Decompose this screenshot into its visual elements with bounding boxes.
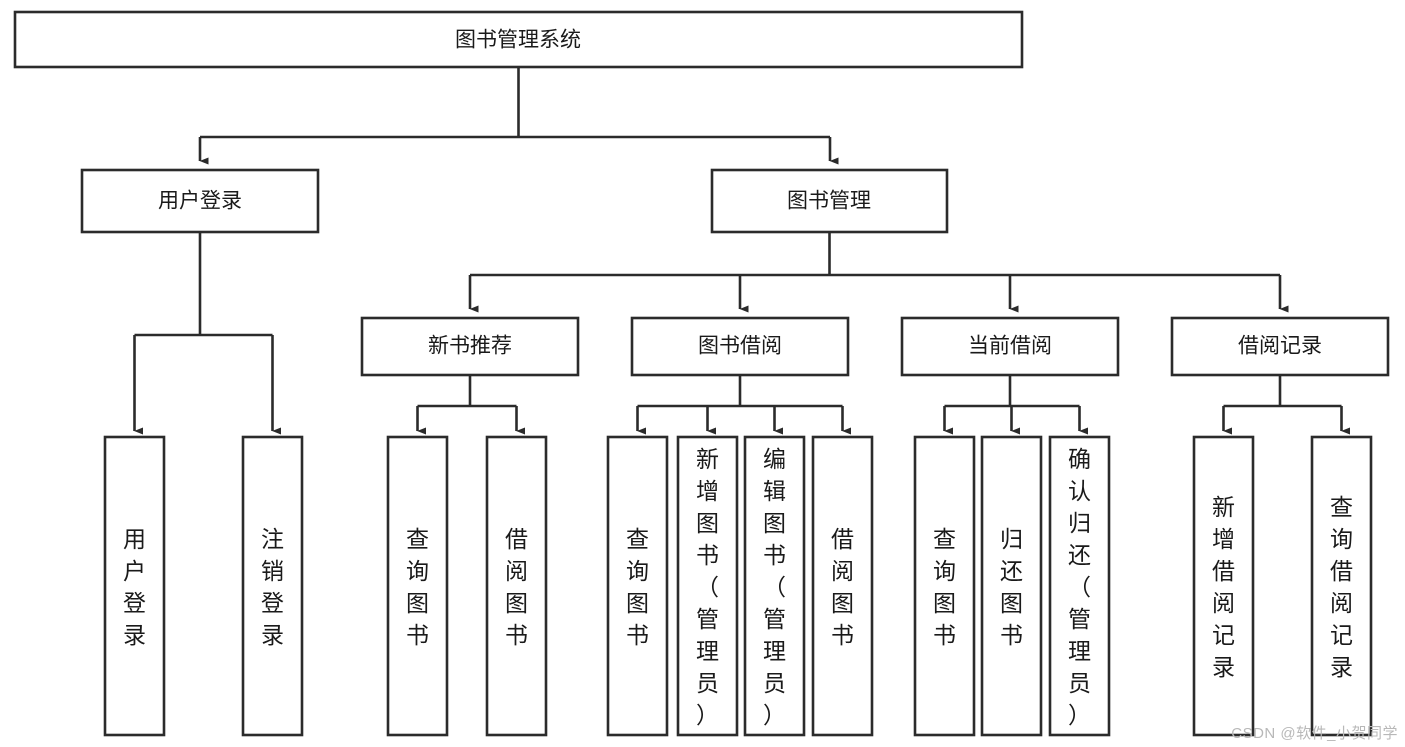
node-root-box[interactable]: [13, 10, 1024, 69]
leaf-node-user-login[interactable]: 用户登录: [103, 435, 166, 737]
leaf-node-add-book-admin[interactable]: 新增图书（管理员）: [676, 435, 739, 737]
connector-layer: [133, 67, 1351, 435]
leaf-node-query-book-borrow-box[interactable]: [606, 435, 669, 737]
node-user-login-box[interactable]: [80, 168, 320, 234]
leaf-node-confirm-return-admin-box[interactable]: [1048, 435, 1111, 737]
leaf-node-borrow-book[interactable]: 借阅图书: [811, 435, 874, 737]
leaf-node-edit-book-admin-box[interactable]: [743, 435, 806, 737]
node-book-borrow-label: 图书借阅: [698, 335, 782, 358]
leaf-node-confirm-return-admin-label: 确认归还（管理员）: [1068, 446, 1091, 728]
leaf-node-query-book-rec-box[interactable]: [386, 435, 449, 737]
leaf-node-confirm-return-admin[interactable]: 确认归还（管理员）: [1048, 435, 1111, 737]
leaf-node-borrow-book-box[interactable]: [811, 435, 874, 737]
node-book-management[interactable]: 图书管理: [710, 168, 949, 234]
leaf-node-query-book-current-label: 查询图书: [933, 526, 956, 648]
node-borrow-record[interactable]: 借阅记录: [1170, 316, 1390, 377]
node-current-borrow-label: 当前借阅: [968, 335, 1052, 358]
node-new-book-recommend-label: 新书推荐: [428, 335, 512, 358]
node-new-book-recommend[interactable]: 新书推荐: [360, 316, 580, 377]
leaf-node-add-book-admin-label: 新增图书（管理员）: [696, 446, 719, 728]
leaf-node-return-book[interactable]: 归还图书: [980, 435, 1043, 737]
node-user-login-label: 用户登录: [158, 190, 242, 213]
node-book-management-label: 图书管理: [787, 190, 871, 213]
leaf-node-query-book-borrow-label: 查询图书: [626, 526, 649, 648]
node-root-label: 图书管理系统: [455, 29, 581, 52]
leaf-node-logout-label: 注销登录: [261, 526, 284, 648]
node-borrow-record-box[interactable]: [1170, 316, 1390, 377]
node-book-borrow-box[interactable]: [630, 316, 850, 377]
leaf-node-query-book-current[interactable]: 查询图书: [913, 435, 976, 737]
leaf-node-edit-book-admin-label: 编辑图书（管理员）: [763, 446, 786, 728]
leaf-node-borrow-book-rec-label: 借阅图书: [505, 526, 528, 648]
leaf-node-return-book-label: 归还图书: [1000, 526, 1023, 648]
leaf-node-user-login-box[interactable]: [103, 435, 166, 737]
leaf-node-user-login-label: 用户登录: [123, 526, 146, 648]
leaf-node-query-borrow-record-label: 查询借阅记录: [1330, 494, 1353, 680]
leaf-node-query-book-current-box[interactable]: [913, 435, 976, 737]
leaf-node-add-borrow-record[interactable]: 新增借阅记录: [1192, 435, 1255, 737]
node-current-borrow[interactable]: 当前借阅: [900, 316, 1120, 377]
leaf-node-borrow-book-rec[interactable]: 借阅图书: [485, 435, 548, 737]
leaf-node-logout-box[interactable]: [241, 435, 304, 737]
node-new-book-recommend-box[interactable]: [360, 316, 580, 377]
node-user-login[interactable]: 用户登录: [80, 168, 320, 234]
node-book-management-box[interactable]: [710, 168, 949, 234]
leaf-node-edit-book-admin[interactable]: 编辑图书（管理员）: [743, 435, 806, 737]
leaf-node-add-book-admin-box[interactable]: [676, 435, 739, 737]
leaf-node-borrow-book-label: 借阅图书: [831, 526, 854, 648]
leaf-node-query-book-rec-label: 查询图书: [406, 526, 429, 648]
leaf-node-query-borrow-record[interactable]: 查询借阅记录: [1310, 435, 1373, 737]
leaf-node-query-borrow-record-box[interactable]: [1310, 435, 1373, 737]
leaf-node-logout[interactable]: 注销登录: [241, 435, 304, 737]
leaf-node-return-book-box[interactable]: [980, 435, 1043, 737]
leaf-node-query-book-rec[interactable]: 查询图书: [386, 435, 449, 737]
node-borrow-record-label: 借阅记录: [1238, 335, 1322, 358]
node-book-borrow[interactable]: 图书借阅: [630, 316, 850, 377]
leaf-node-add-borrow-record-box[interactable]: [1192, 435, 1255, 737]
leaf-node-add-borrow-record-label: 新增借阅记录: [1212, 494, 1235, 680]
node-current-borrow-box[interactable]: [900, 316, 1120, 377]
leaf-node-borrow-book-rec-box[interactable]: [485, 435, 548, 737]
leaf-node-query-book-borrow[interactable]: 查询图书: [606, 435, 669, 737]
node-root[interactable]: 图书管理系统: [13, 10, 1024, 69]
